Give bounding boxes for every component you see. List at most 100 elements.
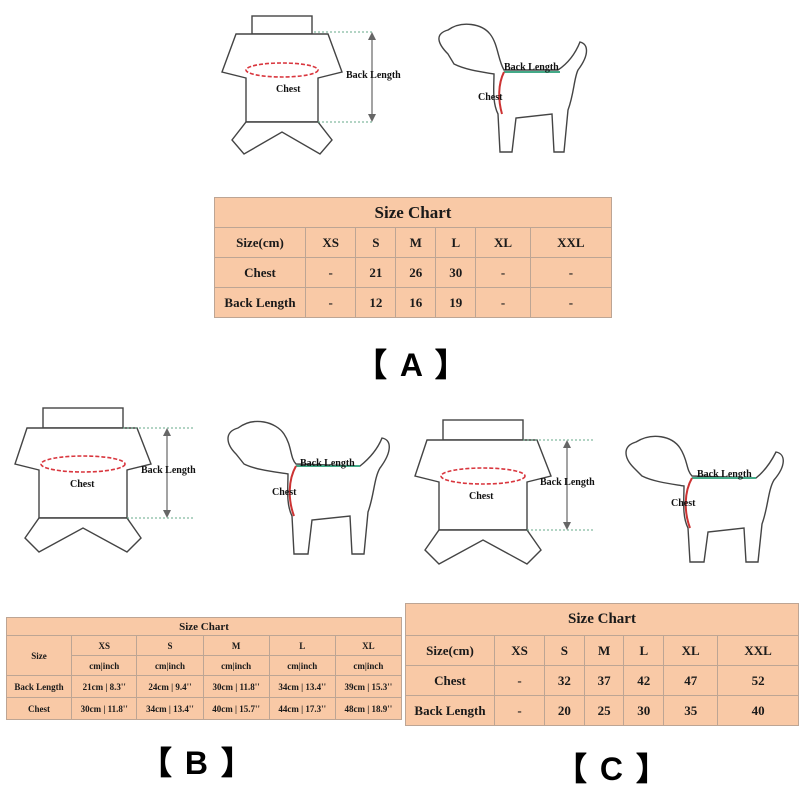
size-chart-title: Size Chart bbox=[405, 603, 799, 636]
chest-label: Chest bbox=[70, 479, 95, 490]
unit-header-cell: cm|inch bbox=[70, 655, 138, 676]
back-length-label: Back Length bbox=[141, 465, 196, 476]
size-header-cell: S bbox=[544, 635, 585, 666]
chest-label: Chest bbox=[469, 491, 494, 502]
table-cell: 12 bbox=[355, 287, 397, 318]
table-row: Chest - 21 26 30 - - bbox=[214, 257, 613, 288]
table-cell: 32 bbox=[544, 665, 585, 696]
size-chart-title: Size Chart bbox=[214, 197, 612, 228]
size-chart-a: Size Chart Size(cm) XS S M L XL XXL Ches… bbox=[214, 197, 613, 318]
table-cell: - bbox=[529, 257, 613, 288]
table-row: Back Length - 20 25 30 35 40 bbox=[405, 695, 799, 726]
table-cell: 35 bbox=[663, 695, 719, 726]
dog-chest-label: Chest bbox=[671, 498, 696, 509]
unit-header-cell: cm|inch bbox=[334, 655, 403, 676]
row-label: Back Length bbox=[405, 695, 495, 726]
dog-diagram-a bbox=[438, 23, 588, 153]
table-row: Back Length - 12 16 19 - - bbox=[214, 287, 613, 318]
size-header-cell: Size bbox=[6, 635, 72, 676]
dog-chest-label: Chest bbox=[272, 487, 297, 498]
size-header-cell: M bbox=[395, 227, 437, 258]
table-cell: 37 bbox=[583, 665, 625, 696]
size-header-row: Size XS S M L XL bbox=[6, 635, 403, 676]
unit-header-cell: cm|inch bbox=[268, 655, 336, 676]
table-cell: 30 bbox=[623, 695, 665, 726]
table-cell: 40cm | 15.7'' bbox=[202, 697, 270, 720]
size-header-cell: XL bbox=[334, 635, 403, 656]
size-header-cell: L bbox=[623, 635, 665, 666]
size-header-cell: XS bbox=[304, 227, 357, 258]
table-cell: 19 bbox=[435, 287, 477, 318]
back-length-label: Back Length bbox=[540, 477, 595, 488]
section-label-b: 【 B 】 bbox=[140, 745, 255, 781]
garment-diagram-b bbox=[14, 407, 195, 553]
back-length-label: Back Length bbox=[346, 70, 401, 81]
size-header-cell: XXL bbox=[717, 635, 799, 666]
table-row: Back Length 21cm | 8.3'' 24cm | 9.4'' 30… bbox=[6, 675, 403, 698]
section-label-a: 【 A 】 bbox=[355, 347, 469, 383]
size-chart-b: Size Chart Size XS S M L XL cm|inch cm|i… bbox=[6, 617, 403, 720]
size-header-cell: S bbox=[355, 227, 397, 258]
size-header-cell: L bbox=[268, 635, 336, 656]
table-cell: 34cm | 13.4'' bbox=[136, 697, 204, 720]
table-cell: 39cm | 15.3'' bbox=[334, 675, 403, 698]
size-chart-c: Size Chart Size(cm) XS S M L XL XXL Ches… bbox=[405, 603, 799, 726]
table-cell: 21 bbox=[355, 257, 397, 288]
size-header-cell: XS bbox=[70, 635, 138, 656]
size-header-cell: M bbox=[583, 635, 625, 666]
table-cell: - bbox=[529, 287, 613, 318]
table-cell: - bbox=[494, 665, 545, 696]
table-cell: 47 bbox=[663, 665, 719, 696]
table-cell: - bbox=[494, 695, 545, 726]
table-cell: 16 bbox=[395, 287, 437, 318]
table-cell: - bbox=[304, 287, 357, 318]
row-label: Chest bbox=[405, 665, 495, 696]
unit-header-cell: cm|inch bbox=[136, 655, 204, 676]
dog-chest-label: Chest bbox=[478, 92, 503, 103]
table-cell: - bbox=[304, 257, 357, 288]
garment-diagram-a bbox=[221, 15, 376, 155]
table-row: Chest 30cm | 11.8'' 34cm | 13.4'' 40cm |… bbox=[6, 697, 403, 720]
table-cell: 26 bbox=[395, 257, 437, 288]
dog-diagram-c bbox=[625, 435, 784, 563]
table-cell: 20 bbox=[544, 695, 585, 726]
dog-back-length-label: Back Length bbox=[697, 469, 752, 480]
size-header-cell: Size(cm) bbox=[214, 227, 306, 258]
table-cell: - bbox=[475, 257, 531, 288]
section-label-c: 【 C 】 bbox=[555, 751, 670, 787]
size-header-row: Size(cm) XS S M L XL XXL bbox=[214, 227, 613, 258]
row-label: Back Length bbox=[6, 675, 72, 698]
size-header-cell: XS bbox=[494, 635, 545, 666]
size-header-cell: L bbox=[435, 227, 477, 258]
size-header-cell: M bbox=[202, 635, 270, 656]
row-label: Chest bbox=[214, 257, 306, 288]
table-cell: 44cm | 17.3'' bbox=[268, 697, 336, 720]
size-header-cell: XXL bbox=[529, 227, 613, 258]
size-header-row: Size(cm) XS S M L XL XXL bbox=[405, 635, 799, 666]
row-label: Back Length bbox=[214, 287, 306, 318]
size-header-cell: XL bbox=[475, 227, 531, 258]
table-cell: 48cm | 18.9'' bbox=[334, 697, 403, 720]
table-cell: 52 bbox=[717, 665, 799, 696]
table-cell: 42 bbox=[623, 665, 665, 696]
table-cell: 30cm | 11.8'' bbox=[202, 675, 270, 698]
row-label: Chest bbox=[6, 697, 72, 720]
size-header-cell: XL bbox=[663, 635, 719, 666]
table-cell: 21cm | 8.3'' bbox=[70, 675, 138, 698]
garment-diagram-c bbox=[414, 419, 595, 565]
table-cell: 30 bbox=[435, 257, 477, 288]
table-cell: 30cm | 11.8'' bbox=[70, 697, 138, 720]
table-cell: - bbox=[475, 287, 531, 318]
table-cell: 40 bbox=[717, 695, 799, 726]
table-row: Chest - 32 37 42 47 52 bbox=[405, 665, 799, 696]
size-header-cell: Size(cm) bbox=[405, 635, 495, 666]
table-cell: 25 bbox=[583, 695, 625, 726]
dog-diagram-b bbox=[227, 420, 390, 555]
dog-back-length-label: Back Length bbox=[300, 458, 355, 469]
table-cell: 24cm | 9.4'' bbox=[136, 675, 204, 698]
table-cell: 34cm | 13.4'' bbox=[268, 675, 336, 698]
chest-label: Chest bbox=[276, 84, 301, 95]
unit-header-cell: cm|inch bbox=[202, 655, 270, 676]
dog-back-length-label: Back Length bbox=[504, 62, 559, 73]
size-header-cell: S bbox=[136, 635, 204, 656]
